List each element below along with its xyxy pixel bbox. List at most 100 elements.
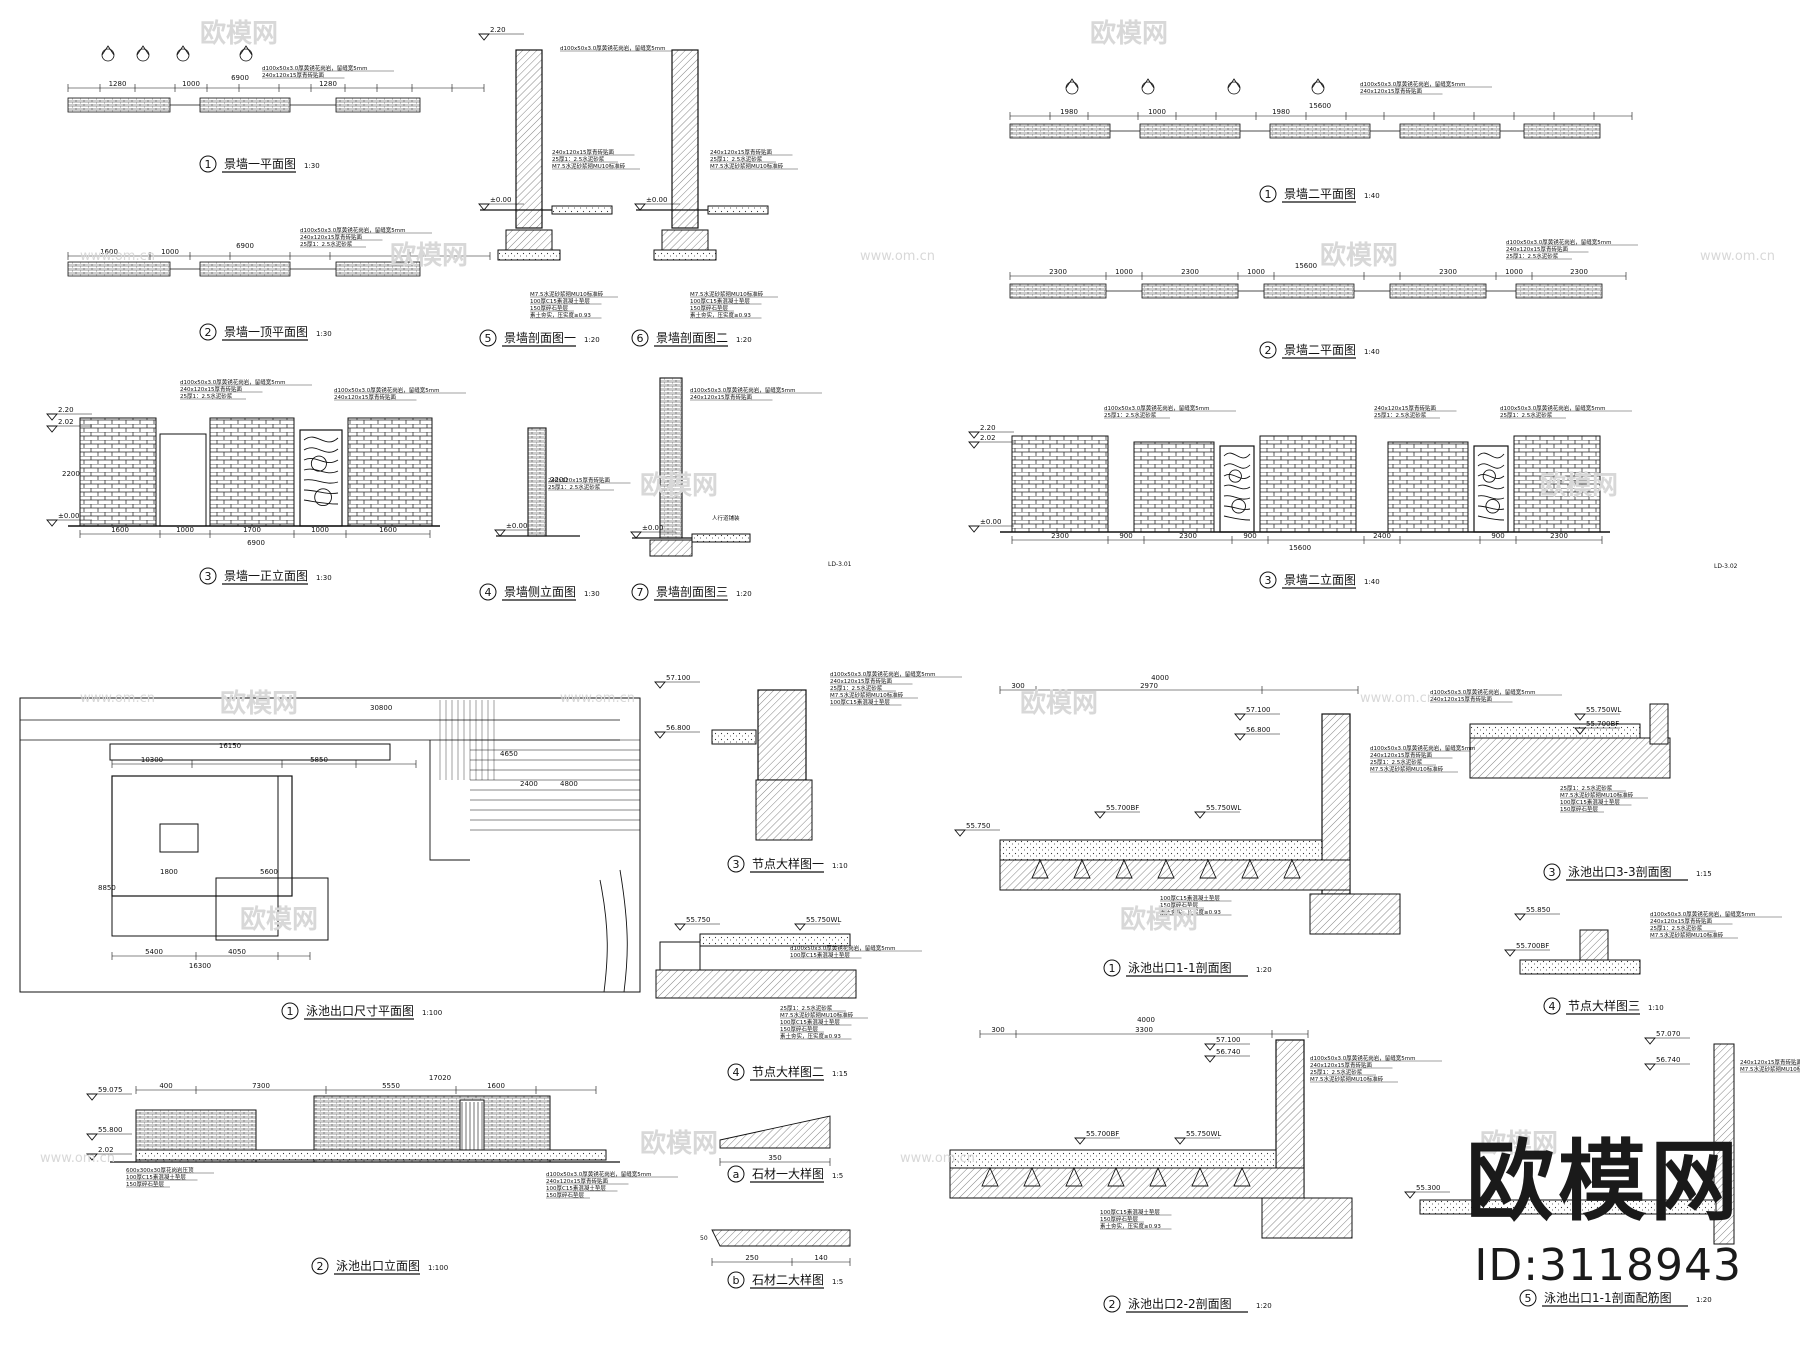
wall2-elev-screen-pattern	[1477, 474, 1505, 479]
level-mark-symbol	[46, 425, 58, 433]
title-section5-title: 景墙剖面图一	[504, 331, 576, 345]
title-detail1-title: 节点大样图一	[752, 856, 824, 871]
axis-marker-arrow	[1065, 78, 1079, 89]
wall1-elev-brick	[209, 417, 295, 527]
section22-total: 4000	[1137, 1016, 1155, 1024]
section11-pedestal	[1073, 858, 1091, 879]
title-wall2-elev-scale: 1:40	[1364, 578, 1380, 586]
detail2-note: 100厚C15素混凝土垫层	[790, 951, 850, 959]
section5-note: 素土夯实，压实度≥0.93	[530, 311, 591, 319]
wall2-elev-note: 25厚1：2.5水泥砂浆	[1374, 411, 1427, 419]
wall2-top-dim-text: 2300	[1439, 268, 1457, 276]
wall2-top-wall	[1263, 283, 1355, 299]
wall1-top-dim-text: 1600	[100, 248, 118, 256]
detail1-slab	[711, 729, 757, 745]
wall2-elev-screen-pattern	[1223, 463, 1251, 469]
wall1-top-wall	[67, 261, 171, 277]
pool-plan-dim: 16150	[219, 742, 241, 750]
title-detail1-number: 3	[733, 858, 740, 871]
section33-note: 150厚碎石垫层	[1560, 805, 1598, 813]
watermark-logo: 欧模网	[640, 1128, 718, 1159]
level-mark-symbol	[1234, 733, 1246, 741]
watermark-logo: 欧模网	[220, 688, 298, 719]
level-mark-symbol	[968, 431, 980, 439]
pool-plan-dim: 4650	[500, 750, 518, 758]
level-mark: 2.20	[490, 26, 506, 34]
wall2-elev-screen-pattern	[1477, 484, 1505, 490]
wall2-plan-wall	[1269, 123, 1371, 139]
section33-note: 25厚1：2.5水泥砂浆	[1560, 784, 1613, 792]
detail1-note: M7.5水泥砂浆砌MU10标准砖	[830, 691, 904, 699]
section5-note: 25厚1：2.5水泥砂浆	[552, 155, 605, 163]
section22-pedestal	[1191, 1166, 1209, 1187]
title-section11-number: 1	[1109, 962, 1116, 975]
title-detail2-number: 4	[733, 1066, 740, 1079]
title-detail3-number-circle	[1543, 997, 1561, 1015]
detail1-note: 240x120x15厚青砖贴面	[830, 677, 893, 685]
title-wall2-plan-number: 1	[1265, 188, 1272, 201]
title-rebar-number-circle	[1519, 1289, 1537, 1307]
wall1-plan-total: 6900	[231, 74, 249, 82]
title-side-elev-number-circle	[479, 583, 497, 601]
title-wall1-top-number: 2	[205, 326, 212, 339]
section22-note: M7.5水泥砂浆砌MU10标准砖	[1310, 1075, 1384, 1083]
pool-plan-top-dim-text: 10300	[141, 756, 163, 764]
level-mark: 55.700BF	[1516, 942, 1549, 950]
wall2-plan-note: d100x50x3.0厚黄锈花岗岩，留缝宽5mm	[1360, 80, 1465, 88]
axis-marker	[101, 48, 115, 62]
axis-marker-arrow	[1141, 78, 1155, 89]
wall2-elev-brick	[1387, 441, 1469, 533]
axis-marker-arrow	[101, 45, 115, 56]
wall1-elev-note: d100x50x3.0厚黄锈花岗岩，留缝宽5mm	[334, 386, 439, 394]
title-wall1-plan-scale: 1:30	[304, 162, 320, 170]
wall1-elev-screen-pattern	[314, 488, 332, 507]
wall1-top-wall	[199, 261, 291, 277]
wall2-elev-dim-text: 2300	[1179, 532, 1197, 540]
section11-note: 100厚C15素混凝土垫层	[1160, 894, 1220, 902]
wall2-elev-dim-text: 2400	[1373, 532, 1391, 540]
level-mark: 2.20	[58, 406, 74, 414]
level-mark: 2.20	[980, 424, 996, 432]
wall2-elev-screen-pattern	[1231, 498, 1246, 514]
wall2-elev-note: 25厚1：2.5水泥砂浆	[1104, 411, 1157, 419]
section22-pedestal	[1149, 1166, 1167, 1187]
pool-outline	[215, 877, 329, 941]
title-stone-b-number-circle	[727, 1271, 745, 1289]
title-wall1-plan-title: 景墙一平面图	[224, 157, 296, 171]
wall2-plan-dim-text: 1980	[1272, 108, 1290, 116]
wall1-plan-dim-text: 1280	[109, 80, 127, 88]
wall2-plan-note: 240x120x15厚青砖贴面	[1360, 87, 1423, 95]
title-section33-number: 3	[1549, 866, 1556, 879]
level-mark-symbol	[86, 1153, 98, 1161]
wall2-elev-screen-pattern	[1223, 474, 1251, 479]
level-mark-symbol	[86, 1133, 98, 1141]
level-mark-symbol	[478, 203, 490, 211]
title-section5-number-circle	[479, 329, 497, 347]
detail3-note: 240x120x15厚青砖贴面	[1650, 917, 1713, 925]
title-detail1-number-circle	[727, 855, 745, 873]
section22-pedestal	[1023, 1166, 1041, 1187]
title-section33-scale: 1:15	[1696, 870, 1712, 878]
section11-pedestal	[1157, 858, 1175, 879]
level-mark-symbol	[1404, 1191, 1416, 1199]
title-stone-b-title: 石材二大样图	[752, 1272, 824, 1287]
pool-elev-note: 240x120x15厚青砖贴面	[546, 1177, 609, 1185]
level-mark: 55.750	[966, 822, 991, 830]
axis-marker	[1065, 81, 1079, 95]
pool-plan-curve	[619, 869, 628, 993]
title-wall2-top-number-circle	[1259, 341, 1277, 359]
section22-pedestal	[981, 1166, 999, 1187]
wall1-top-total: 6900	[236, 242, 254, 250]
wall1-plan-dim-text: 1280	[319, 80, 337, 88]
wall2-elev-screen-pattern	[1228, 469, 1242, 483]
section11-note: M7.5水泥砂浆砌MU10标准砖	[1370, 765, 1444, 773]
section7-note: 240x120x15厚青砖贴面	[690, 393, 753, 401]
wall2-elev-note: 240x120x15厚青砖贴面	[1374, 404, 1437, 412]
level-mark-symbol	[1574, 713, 1586, 721]
level-mark-symbol	[1644, 1037, 1656, 1045]
level-mark: 2.02	[58, 418, 74, 426]
watermark-url: www.om.cn	[80, 249, 155, 264]
section33-note: M7.5水泥砂浆砌MU10标准砖	[1560, 791, 1634, 799]
wall2-top-note: 25厚1：2.5水泥砂浆	[1506, 252, 1559, 260]
watermark-url: www.om.cn	[1360, 691, 1435, 706]
